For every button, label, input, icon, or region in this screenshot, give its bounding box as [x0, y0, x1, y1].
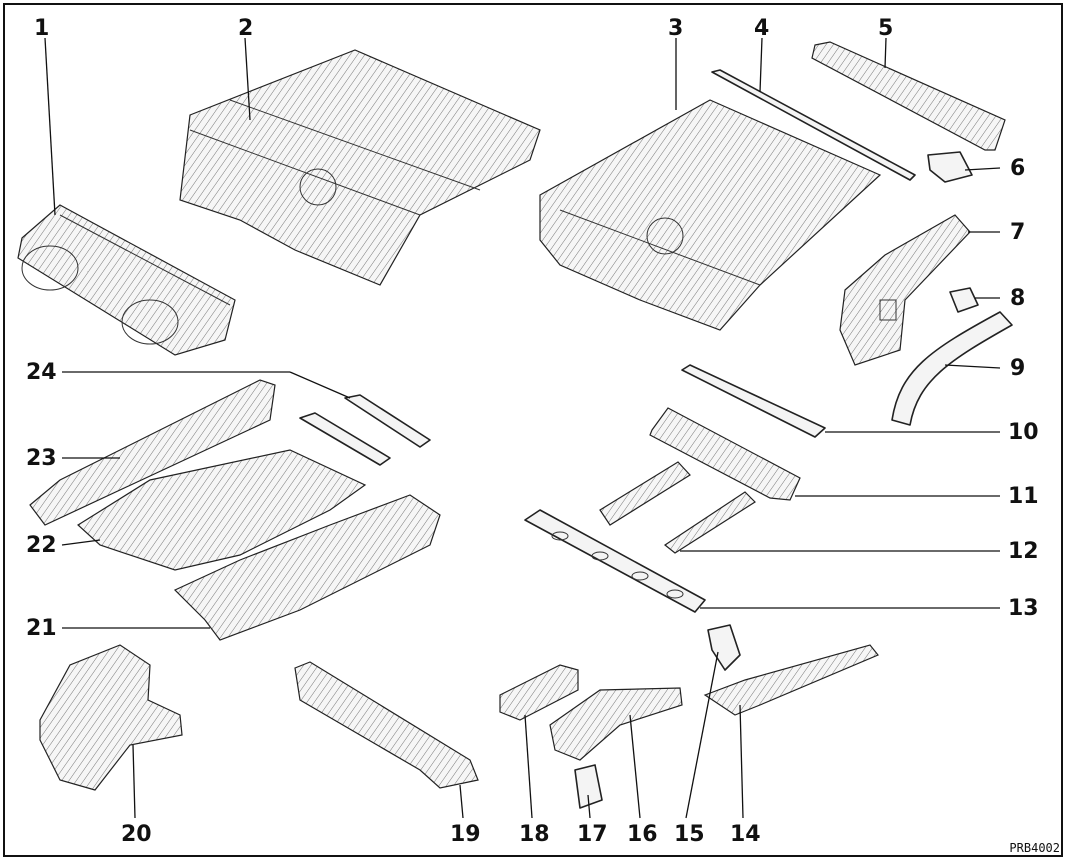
part-19-front-cross-member	[294, 661, 479, 789]
part-1-rear-panel	[17, 204, 236, 356]
callout-15: 15	[674, 822, 705, 847]
part-20-mount-assembly	[39, 644, 183, 791]
part-7-side-member	[839, 214, 971, 366]
part-5-cross-member	[811, 41, 1006, 151]
callout-2: 2	[238, 16, 254, 41]
callout-23: 23	[26, 446, 57, 471]
callout-5: 5	[878, 16, 894, 41]
callout-9: 9	[1010, 356, 1026, 381]
part-18-short-rail	[499, 664, 579, 721]
part-2-rear-floor	[179, 49, 541, 286]
callout-13: 13	[1008, 596, 1039, 621]
part-6-bracket	[927, 151, 973, 183]
callout-6: 6	[1010, 156, 1026, 181]
part-9-curved-rail	[891, 311, 1013, 426]
callout-22: 22	[26, 533, 57, 558]
part-15-bracket	[707, 624, 741, 671]
callout-7: 7	[1010, 220, 1026, 245]
part-17-bracket	[574, 764, 603, 809]
part-24-cross-pieces	[299, 394, 431, 466]
part-4-rail	[711, 69, 916, 181]
callout-12: 12	[1008, 539, 1039, 564]
part-14-front-rail	[703, 644, 879, 716]
part-8-bracket	[949, 287, 979, 313]
part-16-rail-section	[549, 687, 683, 761]
callout-10: 10	[1008, 420, 1039, 445]
leader-lines	[44, 37, 1001, 819]
callout-17: 17	[577, 822, 608, 847]
callout-20: 20	[121, 822, 152, 847]
part-3-rear-floor	[539, 99, 882, 331]
callout-18: 18	[519, 822, 550, 847]
part-22-floor-pan	[77, 449, 367, 571]
callout-3: 3	[668, 16, 684, 41]
callout-1: 1	[34, 16, 50, 41]
part-21-tunnel-floor	[173, 494, 441, 641]
callout-4: 4	[754, 16, 770, 41]
part-12-brackets	[599, 461, 756, 554]
callout-24: 24	[26, 360, 57, 385]
callout-14: 14	[730, 822, 761, 847]
part-10-channel	[681, 364, 826, 438]
callout-11: 11	[1008, 484, 1039, 509]
part-11-cross-member	[649, 407, 801, 501]
callout-16: 16	[627, 822, 658, 847]
reference-code: PRB4002	[1009, 841, 1060, 855]
part-13-cross-beam	[524, 509, 706, 613]
callout-8: 8	[1010, 286, 1026, 311]
part-23-sill-panel	[29, 379, 276, 526]
callout-21: 21	[26, 616, 57, 641]
callout-19: 19	[450, 822, 481, 847]
